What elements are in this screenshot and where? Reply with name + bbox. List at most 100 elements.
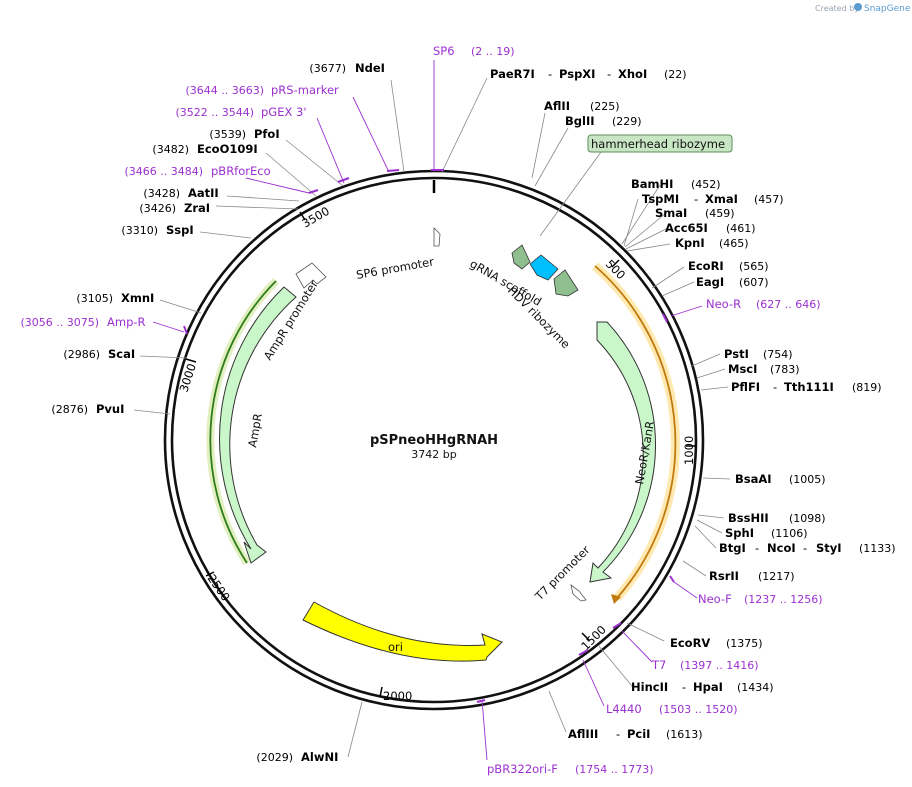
site-ndei-name: NdeI <box>355 61 385 75</box>
site-paer7i-name: PaeR7I <box>490 67 535 81</box>
site-ecorv-pos: (1375) <box>726 637 763 650</box>
site-psti-pos: (754) <box>763 348 793 361</box>
site-sphi-pos: (1106) <box>771 527 808 540</box>
site-pvui-pos: (2876) <box>51 403 88 416</box>
site-hincii-name2: HpaI <box>693 680 723 694</box>
site-paer7i-sep1: - <box>548 67 552 81</box>
primer-t7-range: (1397 .. 1416) <box>680 659 759 672</box>
site-alwni-name: AlwNI <box>301 750 338 764</box>
site-pfoi-name: PfoI <box>254 127 280 141</box>
site-aflii-name: AflII <box>544 99 570 113</box>
site-bsaai-pos: (1005) <box>789 473 826 486</box>
site-aflii-pos: (225) <box>590 100 620 113</box>
label-ampr: AmpR <box>245 412 265 448</box>
site-tspmi-sep: - <box>694 192 698 206</box>
site-btgi-name3: StyI <box>816 541 842 555</box>
tick-1000: 1000 <box>682 436 696 465</box>
label-ori: ori <box>388 640 403 654</box>
site-btgi-name2: NcoI <box>767 541 796 555</box>
site-bglii-name: BglII <box>565 114 595 128</box>
snapgene-logo-icon <box>854 3 862 11</box>
credit-brand: SnapGene <box>864 4 911 14</box>
site-bamhi-name: BamHI <box>631 177 673 191</box>
plasmid-length: 3742 bp <box>411 448 456 461</box>
site-zrai-pos: (3426) <box>139 202 176 215</box>
site-psti-name: PstI <box>724 347 749 361</box>
hdv-ribozyme-arrow <box>553 269 579 297</box>
site-tspmi-name2: XmaI <box>705 192 738 206</box>
label-sp6-promoter: SP6 promoter <box>355 254 435 281</box>
primer-prs-range: (3644 .. 3663) <box>185 84 264 97</box>
site-paer7i-pos: (22) <box>664 68 687 81</box>
primer-leaders <box>152 60 703 761</box>
site-xmni-pos: (3105) <box>76 292 113 305</box>
ampr-feature-arrow <box>219 286 297 564</box>
site-bamhi-pos: (452) <box>691 178 721 191</box>
site-afliii-sep: - <box>616 727 620 741</box>
primer-pbrfor-range: (3466 .. 3484) <box>124 165 203 178</box>
site-bglii-pos: (229) <box>612 115 642 128</box>
site-eagi-pos: (607) <box>739 276 769 289</box>
label-t7-promoter: T7 promoter <box>532 543 593 604</box>
site-afliii-pos: (1613) <box>666 728 703 741</box>
site-pflfi-name2: Tth111I <box>784 380 834 394</box>
primer-pgex-range: (3522 .. 3544) <box>175 106 254 119</box>
site-paer7i-sep2: - <box>607 67 611 81</box>
t7-promoter-arrow <box>570 584 587 602</box>
neor-feature-arrow <box>589 321 656 583</box>
credit-prefix: Created by <box>815 4 859 13</box>
site-acc65i-pos: (461) <box>726 222 756 235</box>
site-paer7i-name2: PspXI <box>559 67 595 81</box>
primer-pbr322-name: pBR322ori-F <box>487 762 558 776</box>
site-acc65i-name: Acc65I <box>665 221 708 235</box>
primer-t7-name: T7 <box>651 658 666 672</box>
site-kpni-name: KpnI <box>675 236 705 250</box>
site-btgi-name: BtgI <box>719 541 746 555</box>
primer-pgex-name: pGEX 3' <box>261 105 307 119</box>
ampr-promoter-arc <box>209 280 277 564</box>
primer-prs-name: pRS-marker <box>271 83 339 97</box>
site-xmni-name: XmnI <box>121 291 154 305</box>
primer-neof-name: Neo-F <box>698 592 732 606</box>
site-tspmi-name: TspMI <box>642 192 679 206</box>
site-zrai-name: ZraI <box>184 201 210 215</box>
site-pflfi-name: PflFI <box>731 380 760 394</box>
tick-3500: 3500 <box>300 204 332 231</box>
site-ecori-pos: (565) <box>739 260 769 273</box>
site-eagi-name: EagI <box>696 275 724 289</box>
hammerhead-leader <box>539 151 602 237</box>
site-tspmi-pos: (457) <box>754 193 784 206</box>
primer-pbrfor-name: pBRforEco <box>211 164 271 178</box>
ampr-promoter-arrow <box>295 262 327 289</box>
primer-pbr322-range: (1754 .. 1773) <box>575 763 654 776</box>
site-rsrii-pos: (1217) <box>758 570 795 583</box>
site-afliii-name2: PciI <box>627 727 650 741</box>
site-pflfi-pos: (819) <box>852 381 882 394</box>
primer-neof-range: (1237 .. 1256) <box>744 593 823 606</box>
site-pflfi-sep: - <box>773 380 777 394</box>
site-leaders <box>133 77 731 758</box>
site-ndei-pos: (3677) <box>309 62 346 75</box>
site-pfoi-pos: (3539) <box>209 128 246 141</box>
site-btgi-pos: (1133) <box>859 542 896 555</box>
primer-ampr-range: (3056 .. 3075) <box>20 316 99 329</box>
site-alwni-pos: (2029) <box>256 751 293 764</box>
primer-sp6-range: (2 .. 19) <box>471 45 515 58</box>
site-hincii-sep: - <box>682 680 686 694</box>
site-paer7i-name3: XhoI <box>618 67 647 81</box>
neor-arc <box>594 265 677 599</box>
neor-arrowhead-icon <box>611 594 621 604</box>
site-afliii-name: AflIII <box>568 727 598 741</box>
site-rsrii-name: RsrII <box>709 569 739 583</box>
primer-neor-name: Neo-R <box>706 297 741 311</box>
site-aatii-name: AatII <box>188 186 219 200</box>
tick-2000: 2000 <box>383 689 412 703</box>
site-bsshii-pos: (1098) <box>789 512 826 525</box>
plasmid-name: pSPneoHHgRNAH <box>370 433 498 448</box>
primer-l4440-name: L4440 <box>606 702 642 716</box>
site-ecoo109i-pos: (3482) <box>152 143 189 156</box>
site-bsaai-name: BsaAI <box>735 472 772 486</box>
grna-scaffold-arrow <box>529 254 559 281</box>
ori-feature-arrow <box>302 601 503 662</box>
